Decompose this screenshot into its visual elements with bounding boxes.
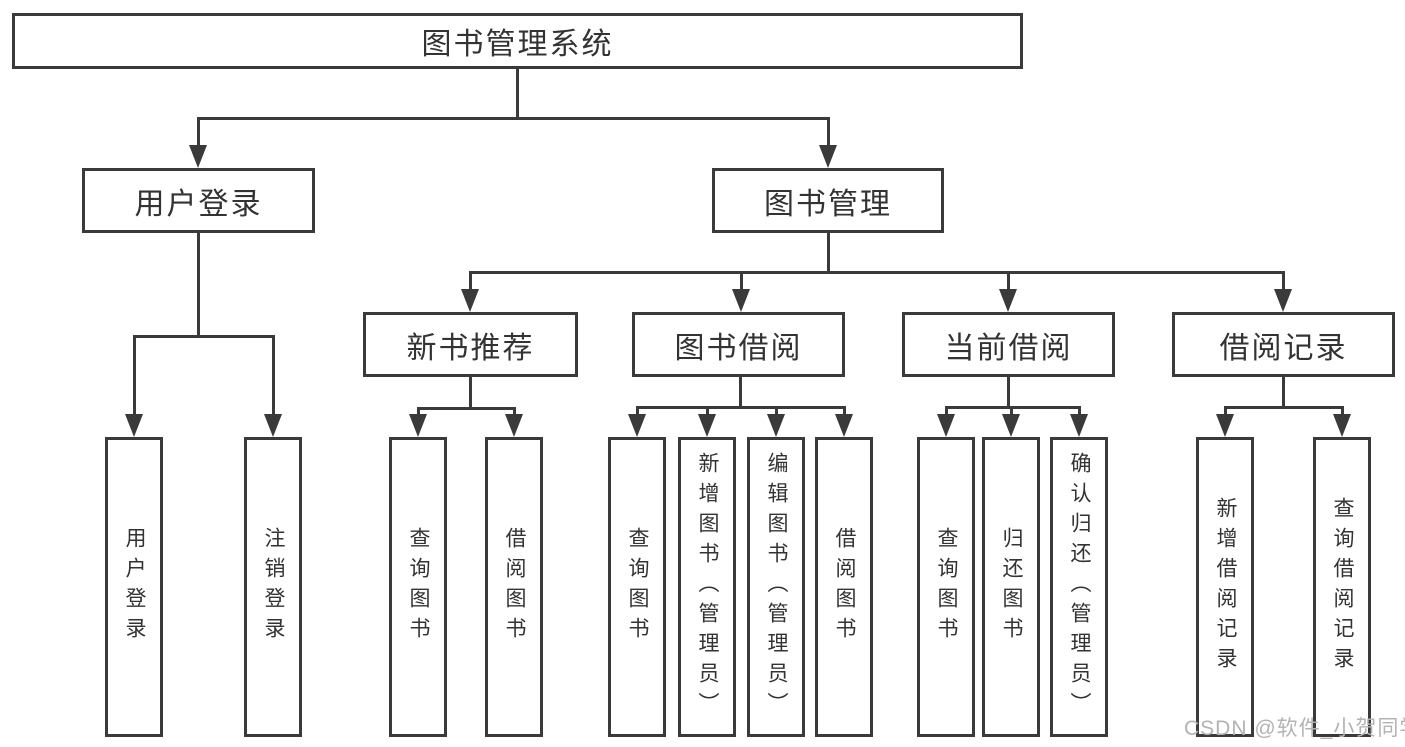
node-query-borrow-record-label: 查询借阅记录 — [1331, 497, 1355, 677]
node-user-login-leaf: 用户登录 — [105, 437, 163, 737]
arrowhead-down-icon — [264, 414, 282, 437]
connector-to-user-login — [197, 117, 200, 151]
node-book-mgmt-label: 图书管理 — [764, 187, 892, 221]
arrowhead-down-icon — [189, 145, 207, 168]
node-edit-book-admin-label: 编辑图书（管理员） — [765, 452, 789, 722]
arrowhead-down-icon — [461, 289, 479, 312]
node-logout-leaf: 注销登录 — [244, 437, 302, 737]
node-query-borrow-record: 查询借阅记录 — [1313, 437, 1371, 737]
connector-current-borrow-stem — [1007, 376, 1010, 408]
node-book-borrow: 图书借阅 — [632, 312, 845, 377]
connector-leaf — [1078, 406, 1081, 421]
arrowhead-down-icon — [732, 289, 750, 312]
node-borrow-books-rec-label: 借阅图书 — [503, 527, 527, 647]
node-logout-leaf-label: 注销登录 — [262, 527, 286, 647]
arrowhead-down-icon — [628, 414, 646, 437]
connector-book-borrow-branch — [636, 406, 845, 409]
node-user-login: 用户登录 — [82, 168, 315, 233]
node-return-book-label: 归还图书 — [1000, 527, 1024, 647]
arrowhead-down-icon — [505, 414, 523, 437]
arrowhead-down-icon — [1333, 414, 1351, 437]
node-add-borrow-record-label: 新增借阅记录 — [1214, 497, 1238, 677]
connector-leaf — [1341, 406, 1344, 421]
node-add-borrow-record: 新增借阅记录 — [1196, 437, 1254, 737]
node-query-books-borrow-label: 查询图书 — [626, 527, 650, 647]
connector-root-stem — [516, 68, 519, 119]
connector-to-book-borrow — [740, 271, 743, 293]
connector-to-borrow-record — [1282, 271, 1285, 293]
node-borrow-record-label: 借阅记录 — [1219, 331, 1348, 365]
node-book-mgmt: 图书管理 — [712, 168, 944, 233]
node-return-book: 归还图书 — [982, 437, 1040, 737]
connector-user-login-branch — [133, 335, 274, 338]
arrowhead-down-icon — [125, 414, 143, 437]
connector-to-user-login-leaf — [133, 335, 136, 420]
arrowhead-down-icon — [698, 414, 716, 437]
node-root: 图书管理系统 — [12, 13, 1023, 69]
node-confirm-return-admin: 确认归还（管理员） — [1050, 437, 1108, 737]
arrowhead-down-icon — [999, 289, 1017, 312]
node-borrow-books-leaf: 借阅图书 — [815, 437, 873, 737]
node-query-books-borrow: 查询图书 — [608, 437, 666, 737]
node-borrow-record: 借阅记录 — [1172, 312, 1395, 377]
arrowhead-down-icon — [1274, 289, 1292, 312]
node-query-books-current-label: 查询图书 — [935, 527, 959, 647]
node-borrow-books-leaf-label: 借阅图书 — [833, 527, 857, 647]
node-query-books-current: 查询图书 — [917, 437, 975, 737]
connector-new-book-rec-stem — [469, 376, 472, 409]
connector-to-book-mgmt — [827, 117, 830, 151]
node-current-borrow-label: 当前借阅 — [944, 331, 1073, 365]
connector-to-new-book-rec — [469, 271, 472, 293]
csdn-watermark: CSDN @软件_小贺同学 — [1184, 717, 1405, 740]
node-add-book-admin: 新增图书（管理员） — [678, 437, 736, 737]
node-book-borrow-label: 图书借阅 — [674, 331, 803, 365]
arrowhead-down-icon — [1002, 414, 1020, 437]
connector-to-logout-leaf — [272, 335, 275, 420]
node-user-login-label: 用户登录 — [134, 187, 263, 221]
connector-leaf — [706, 406, 709, 421]
node-query-books-rec-label: 查询图书 — [407, 527, 431, 647]
connector-to-current-borrow — [1007, 271, 1010, 293]
connector-borrow-record-branch — [1224, 406, 1344, 409]
arrowhead-down-icon — [1216, 414, 1234, 437]
node-current-borrow: 当前借阅 — [902, 312, 1115, 377]
node-edit-book-admin: 编辑图书（管理员） — [747, 437, 805, 737]
connector-new-book-rec-branch — [417, 407, 516, 410]
connector-level3-branch — [469, 271, 1284, 274]
arrowhead-down-icon — [819, 145, 837, 168]
node-borrow-books-rec: 借阅图书 — [485, 437, 543, 737]
connector-leaf — [636, 406, 639, 421]
node-new-book-rec: 新书推荐 — [363, 312, 578, 377]
node-new-book-rec-label: 新书推荐 — [406, 331, 535, 365]
connector-user-login-stem — [197, 232, 200, 337]
arrowhead-down-icon — [835, 414, 853, 437]
arrowhead-down-icon — [767, 414, 785, 437]
connector-book-mgmt-stem — [827, 232, 830, 273]
connector-leaf — [945, 406, 948, 421]
connector-leaf — [843, 406, 846, 421]
connector-book-borrow-stem — [739, 376, 742, 408]
connector-level2-branch — [197, 117, 829, 120]
connector-borrow-record-stem — [1282, 376, 1285, 408]
connector-leaf — [1224, 406, 1227, 421]
arrowhead-down-icon — [409, 414, 427, 437]
connector-leaf — [775, 406, 778, 421]
node-add-book-admin-label: 新增图书（管理员） — [696, 452, 720, 722]
arrowhead-down-icon — [1070, 414, 1088, 437]
node-user-login-leaf-label: 用户登录 — [123, 527, 147, 647]
connector-leaf — [1010, 406, 1013, 421]
node-query-books-rec: 查询图书 — [389, 437, 447, 737]
arrowhead-down-icon — [937, 414, 955, 437]
node-root-label: 图书管理系统 — [421, 28, 614, 61]
node-confirm-return-admin-label: 确认归还（管理员） — [1068, 452, 1092, 722]
